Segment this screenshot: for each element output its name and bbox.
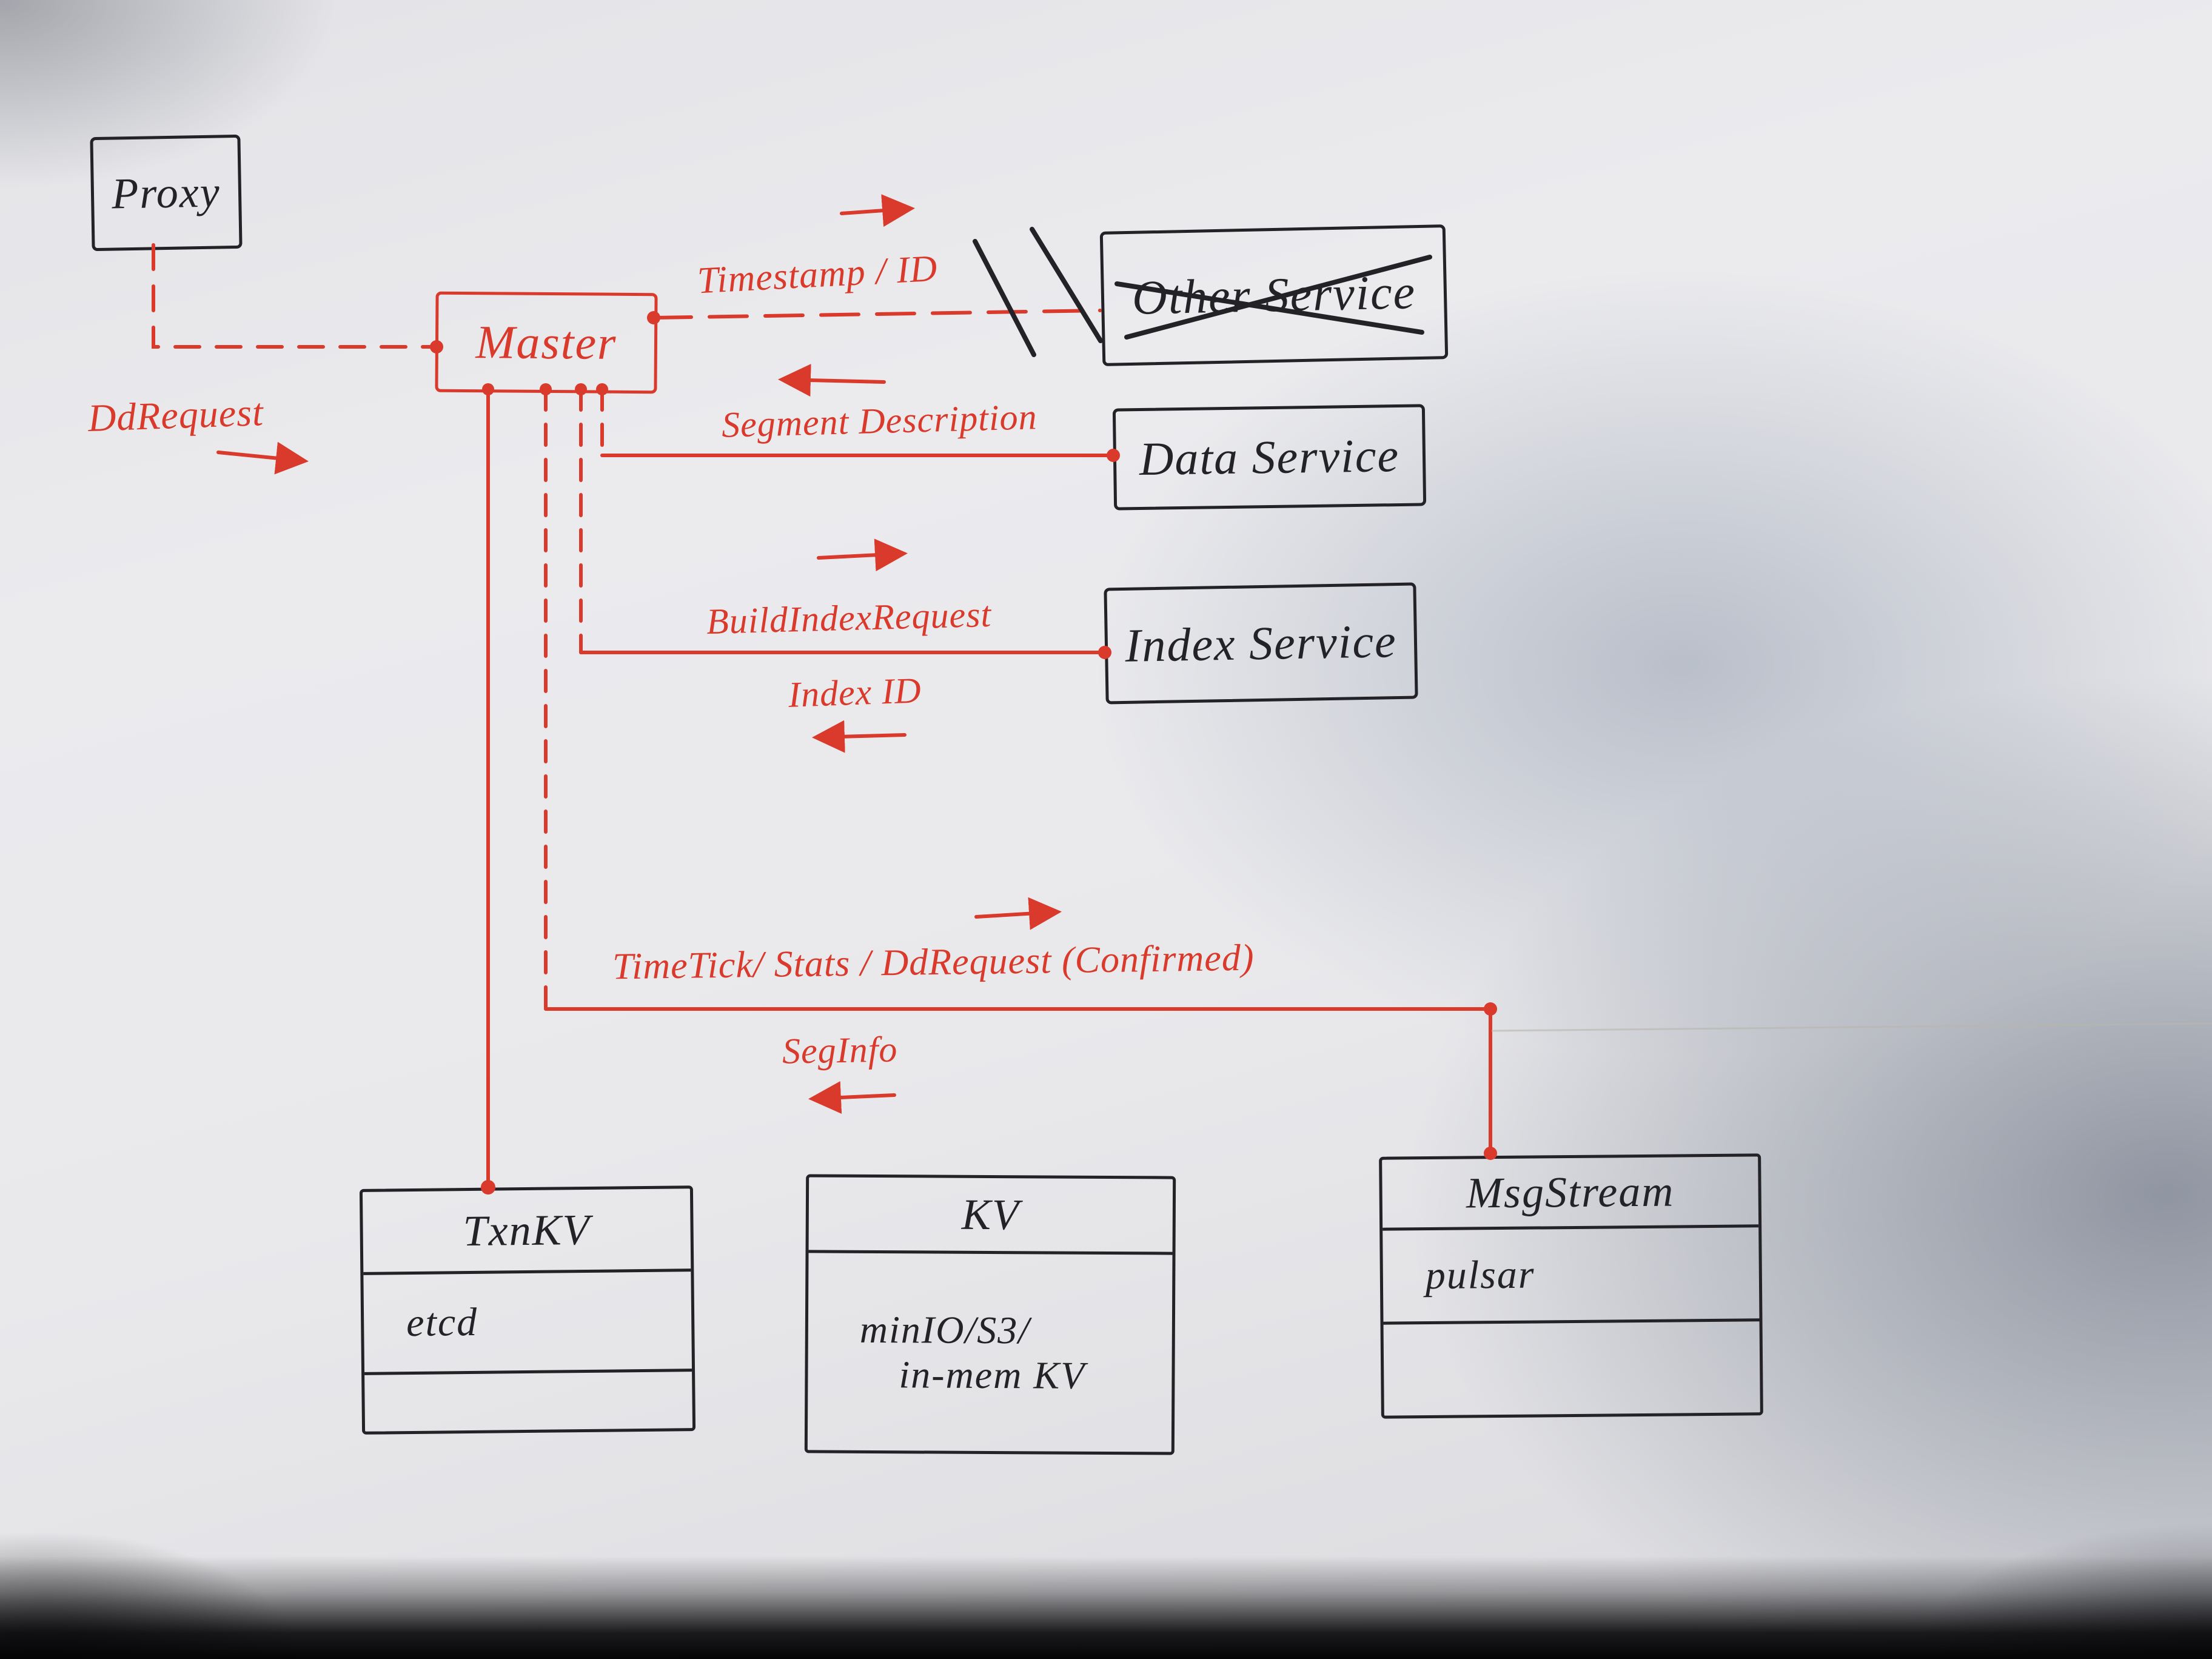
edge-label-index-id: Index ID	[787, 670, 922, 715]
arrow-right-icon	[817, 538, 908, 572]
node-kv-impl-line1: minIO/S3/	[859, 1307, 1031, 1352]
node-proxy: Proxy	[90, 134, 243, 252]
node-msgstream: MsgStream pulsar	[1379, 1153, 1763, 1419]
arrow-right-icon	[216, 441, 309, 475]
wire-master-other-service	[652, 309, 1102, 320]
node-index-service: Index Service	[1104, 582, 1418, 705]
node-proxy-label: Proxy	[111, 167, 221, 218]
node-msgstream-title: MsgStream	[1382, 1156, 1759, 1231]
edge-label-timestamp-id: Timestamp / ID	[696, 247, 939, 302]
node-other-service-label: Other Service	[1131, 265, 1416, 325]
node-txnkv-title: TxnKV	[362, 1188, 691, 1275]
wire-proxy-master	[152, 243, 435, 349]
node-data-service-label: Data Service	[1139, 429, 1400, 485]
node-other-service: Other Service	[1099, 224, 1449, 366]
node-index-service-label: Index Service	[1124, 614, 1398, 672]
node-kv: KV minIO/S3/ in-mem KV	[804, 1174, 1176, 1455]
edge-label-dd-request: DdRequest	[87, 390, 264, 440]
edge-label-seg-info: SegInfo	[782, 1029, 898, 1071]
node-data-service: Data Service	[1112, 404, 1427, 511]
arrow-right-icon	[840, 194, 915, 227]
desk-shadow	[0, 1556, 2212, 1659]
arrow-left-icon	[778, 364, 886, 397]
arrow-right-icon	[974, 897, 1062, 930]
node-txnkv: TxnKV etcd	[359, 1185, 696, 1435]
arrow-left-icon	[812, 720, 907, 753]
arrow-left-icon	[808, 1081, 896, 1114]
node-master: Master	[435, 291, 658, 394]
paper-crease-line	[1491, 1022, 2212, 1032]
node-kv-title: KV	[808, 1177, 1173, 1255]
cross-out-slash	[973, 239, 1036, 357]
node-master-label: Master	[475, 315, 617, 369]
edge-label-segment-description: Segment Description	[721, 397, 1038, 445]
node-msgstream-impl: pulsar	[1382, 1227, 1760, 1325]
node-txnkv-impl: etcd	[363, 1272, 692, 1375]
node-msgstream-empty-row	[1384, 1321, 1760, 1415]
node-kv-impl: minIO/S3/ in-mem KV	[808, 1253, 1173, 1452]
edge-label-timetick-stats-ddrequest: TimeTick/ Stats / DdRequest (Confirmed)	[612, 937, 1255, 988]
node-txnkv-empty-row	[364, 1372, 692, 1432]
cross-out-slash	[1030, 227, 1103, 343]
edge-label-build-index-request: BuildIndexRequest	[706, 594, 992, 642]
node-kv-impl-line2: in-mem KV	[899, 1352, 1086, 1397]
